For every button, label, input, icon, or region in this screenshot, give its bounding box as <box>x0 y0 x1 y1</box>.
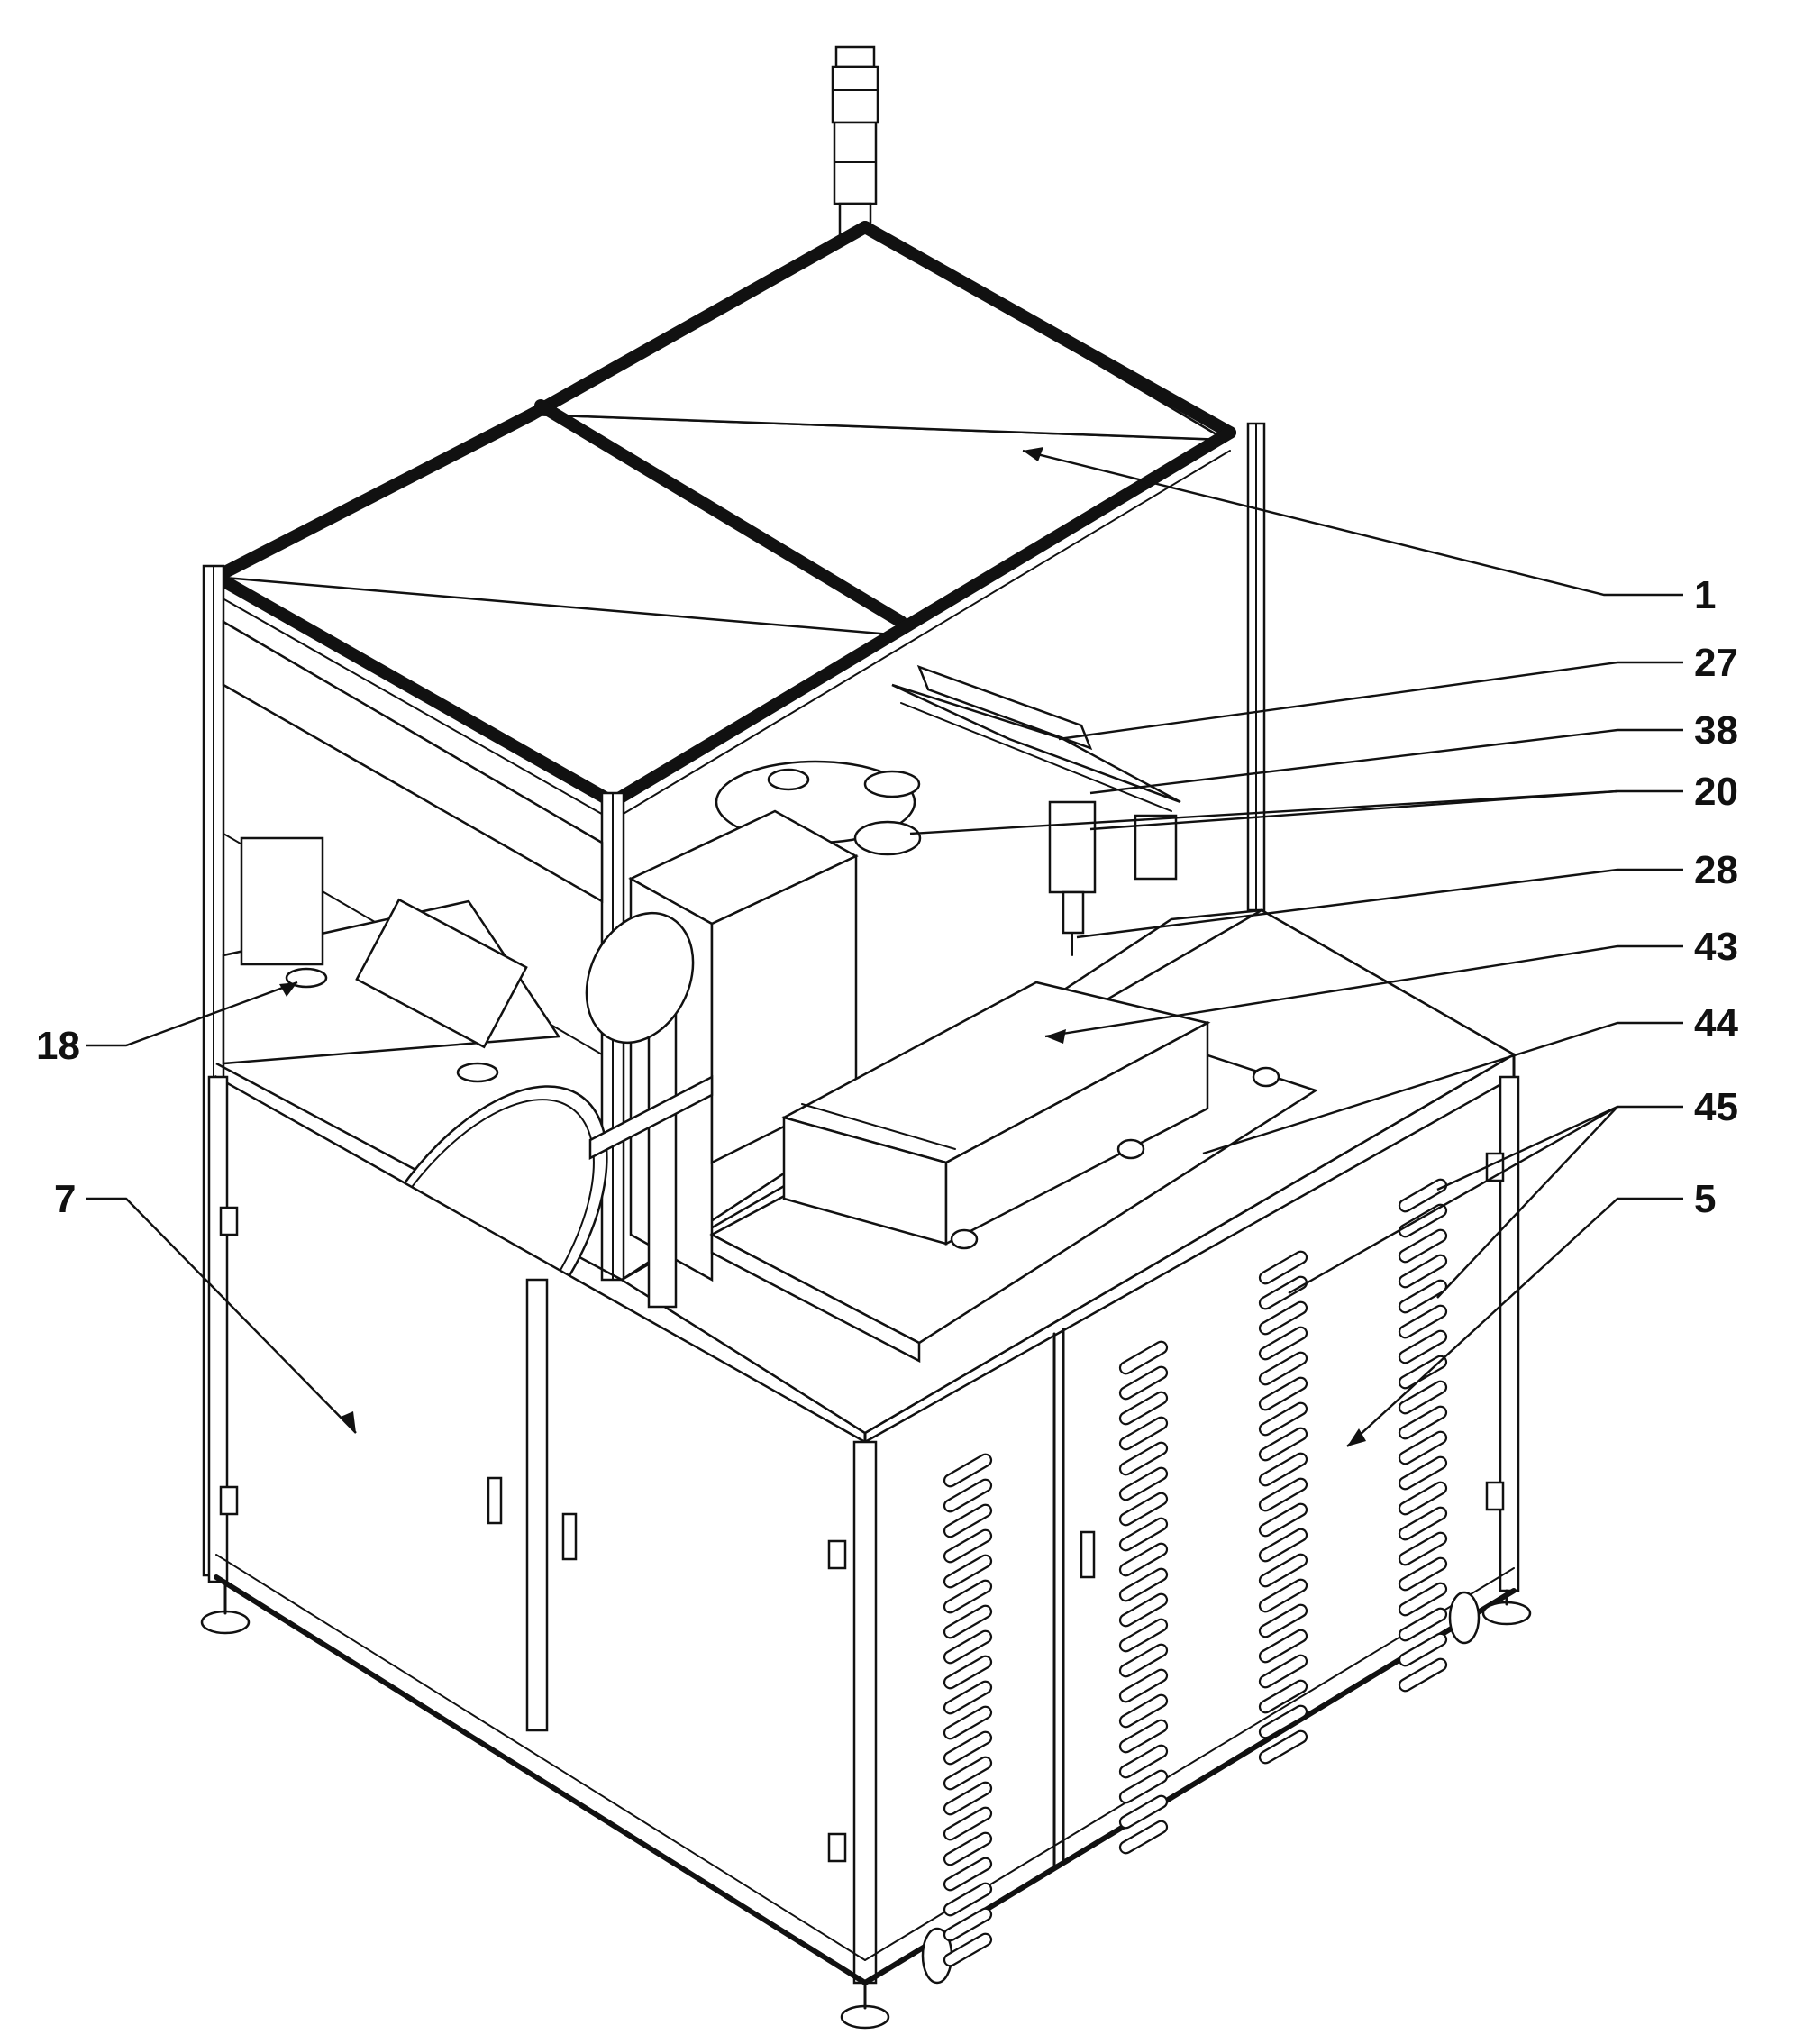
vent-slot <box>1118 1794 1169 1830</box>
vent-slot <box>1258 1578 1308 1613</box>
vent-slot <box>943 1629 993 1665</box>
vent-slot <box>1398 1582 1448 1617</box>
vent-slot <box>1258 1326 1308 1361</box>
vent-slot <box>1118 1592 1169 1628</box>
vent-slot <box>943 1528 993 1564</box>
vent-slot <box>943 1756 993 1791</box>
callout-27: 27 <box>1694 641 1738 685</box>
vent-slot <box>943 1680 993 1715</box>
vent-slot <box>1118 1719 1169 1754</box>
vent-slot <box>1398 1531 1448 1566</box>
callout-43: 43 <box>1694 925 1738 969</box>
vent-slot <box>1118 1517 1169 1552</box>
vent-slot <box>943 1730 993 1766</box>
vent-slot <box>943 1705 993 1740</box>
vent-slot <box>1118 1441 1169 1476</box>
vent-slot <box>943 1655 993 1690</box>
vent-slot <box>1258 1452 1308 1487</box>
vent-slot <box>943 1781 993 1816</box>
vent-slot <box>1118 1567 1169 1602</box>
upper-frame-roof <box>202 221 1266 1577</box>
vent-slot <box>1398 1304 1448 1339</box>
vent-slot <box>1118 1643 1169 1678</box>
vent-slot <box>1398 1329 1448 1364</box>
vent-slot <box>943 1857 993 1892</box>
vent-slot <box>1118 1618 1169 1653</box>
vent-slot <box>1398 1455 1448 1491</box>
vent-slot <box>1118 1340 1169 1375</box>
vent-slot <box>943 1453 993 1488</box>
vent-slot <box>943 1554 993 1589</box>
vent-slot <box>1258 1679 1308 1714</box>
vent-slot <box>1398 1405 1448 1440</box>
vent-slot <box>943 1907 993 1942</box>
vent-slot <box>1258 1351 1308 1386</box>
vent-slot <box>1258 1250 1308 1285</box>
leader-lines <box>86 447 1683 1447</box>
vent-slot <box>943 1604 993 1639</box>
vent-slot <box>943 1806 993 1841</box>
vent-slot <box>1398 1178 1448 1213</box>
vent-slot <box>1398 1203 1448 1238</box>
callout-labels: 1 27 38 20 28 43 44 45 5 18 7 <box>36 573 1738 1221</box>
callout-18: 18 <box>36 1024 80 1068</box>
vent-slot <box>1118 1668 1169 1703</box>
vent-slot <box>1398 1657 1448 1693</box>
callout-38: 38 <box>1694 708 1738 753</box>
vent-slot <box>1118 1542 1169 1577</box>
vent-slot <box>1398 1632 1448 1667</box>
left-station <box>222 836 561 1083</box>
callout-1: 1 <box>1694 573 1716 617</box>
vent-slot <box>1398 1481 1448 1516</box>
vent-slot <box>1398 1607 1448 1642</box>
vent-slot <box>1258 1275 1308 1310</box>
vent-slot <box>1118 1693 1169 1729</box>
lower-cabinet <box>200 1074 1532 2030</box>
vent-slot <box>1258 1654 1308 1689</box>
vent-slot <box>1118 1365 1169 1401</box>
vent-slot <box>1398 1228 1448 1264</box>
vent-slot <box>1398 1355 1448 1390</box>
vent-slot <box>1398 1430 1448 1465</box>
vent-slot <box>1118 1820 1169 1855</box>
vent-slot <box>943 1579 993 1614</box>
vent-slot <box>943 1831 993 1866</box>
vent-slot <box>1258 1376 1308 1411</box>
vent-slot <box>1258 1528 1308 1563</box>
vent-slot <box>1118 1769 1169 1804</box>
callout-5: 5 <box>1694 1177 1716 1221</box>
callout-28: 28 <box>1694 848 1738 892</box>
vent-slot <box>1118 1744 1169 1779</box>
vent-slot <box>1258 1502 1308 1538</box>
vent-slots <box>943 1178 1448 1967</box>
vent-slot <box>943 1478 993 1513</box>
vent-slot <box>1258 1401 1308 1437</box>
vent-slot <box>1398 1380 1448 1415</box>
vent-slot <box>1118 1466 1169 1501</box>
vent-slot <box>1258 1629 1308 1664</box>
vent-slot <box>1258 1729 1308 1765</box>
vent-slot <box>1258 1300 1308 1336</box>
vent-slot <box>1118 1492 1169 1527</box>
vent-slot <box>1258 1553 1308 1588</box>
callout-45: 45 <box>1694 1085 1738 1129</box>
vent-slot <box>1118 1416 1169 1451</box>
vent-slot <box>943 1503 993 1538</box>
vent-slot <box>1398 1556 1448 1592</box>
vent-slot <box>1398 1254 1448 1289</box>
vent-slot <box>1258 1603 1308 1638</box>
callout-20: 20 <box>1694 770 1738 814</box>
vent-slot <box>943 1882 993 1917</box>
vent-slot <box>1258 1704 1308 1739</box>
vent-slot <box>1258 1427 1308 1462</box>
vent-slot <box>1118 1391 1169 1426</box>
callout-44: 44 <box>1694 1001 1738 1045</box>
callout-7: 7 <box>54 1177 76 1221</box>
vent-slot <box>1398 1506 1448 1541</box>
vent-slot <box>1258 1477 1308 1512</box>
vent-slot <box>1398 1279 1448 1314</box>
vent-slot <box>943 1932 993 1967</box>
